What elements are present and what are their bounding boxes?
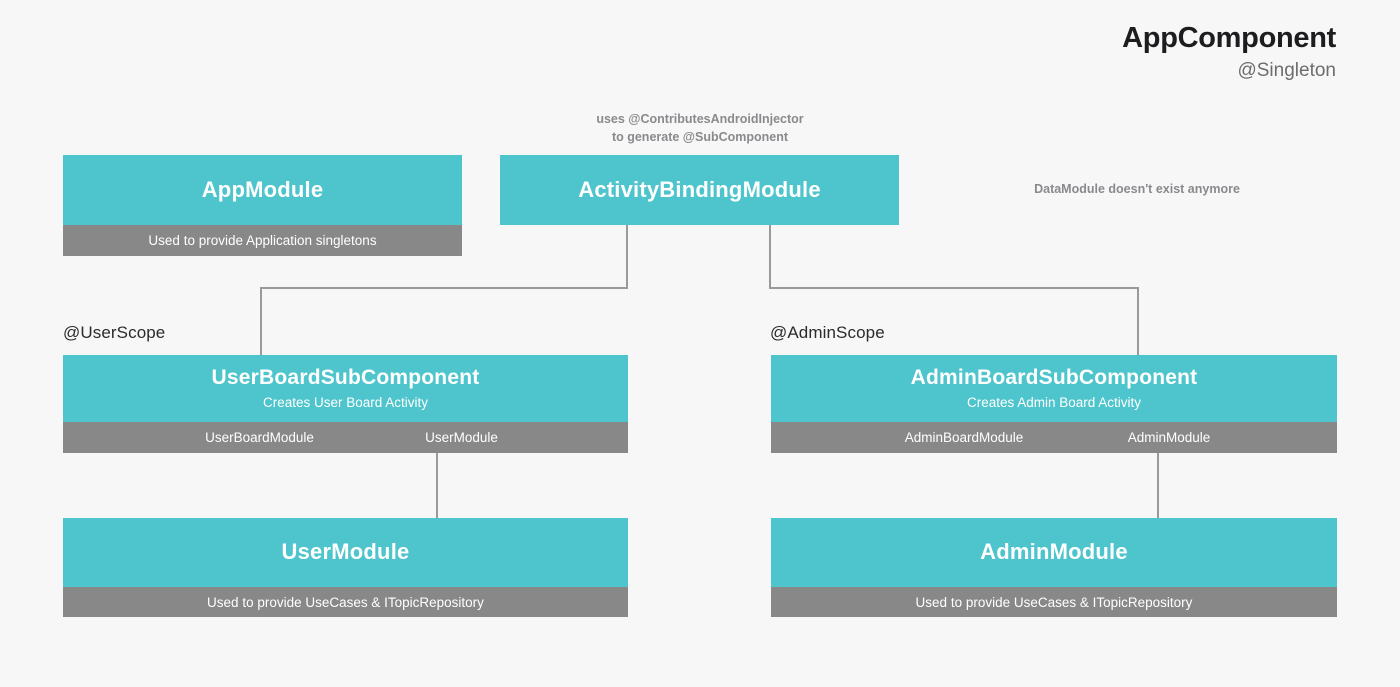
box-activity-binding-module-title: ActivityBindingModule xyxy=(578,176,821,202)
box-app-module-header: AppModule xyxy=(63,155,462,225)
connector-activitybinding-to-userboard-vertical-bottom xyxy=(260,287,262,356)
box-activity-binding-module[interactable]: ActivityBindingModule xyxy=(500,155,899,225)
box-admin-board-subcomponent[interactable]: AdminBoardSubComponent Creates Admin Boa… xyxy=(771,355,1337,453)
box-admin-board-subcomponent-title: AdminBoardSubComponent xyxy=(910,365,1198,389)
box-admin-board-subcomponent-header: AdminBoardSubComponent Creates Admin Boa… xyxy=(771,355,1337,422)
box-admin-module-footer: Used to provide UseCases & ITopicReposit… xyxy=(771,587,1337,617)
connector-activitybinding-to-userboard-vertical-top xyxy=(626,225,628,288)
box-user-board-subcomponent-modules: UserBoardModule UserModule xyxy=(63,422,628,453)
module-chip-userboardmodule: UserBoardModule xyxy=(205,430,314,445)
box-user-board-subcomponent-subtitle: Creates User Board Activity xyxy=(262,395,429,411)
box-user-module-footer: Used to provide UseCases & ITopicReposit… xyxy=(63,587,628,617)
page-title: AppComponent xyxy=(1122,22,1336,54)
box-admin-board-subcomponent-subtitle: Creates Admin Board Activity xyxy=(966,395,1142,411)
connector-adminboard-to-adminmodule xyxy=(1157,453,1159,519)
note-contributes-android-injector: uses @ContributesAndroidInjector to gene… xyxy=(596,112,804,144)
box-admin-module[interactable]: AdminModule Used to provide UseCases & I… xyxy=(771,518,1337,617)
scope-label-admin: @AdminScope xyxy=(770,323,885,342)
note-data-module-removed: DataModule doesn't exist anymore xyxy=(1034,182,1240,196)
box-admin-module-title: AdminModule xyxy=(980,539,1128,565)
box-app-module[interactable]: AppModule Used to provide Application si… xyxy=(63,155,462,256)
module-chip-adminboardmodule: AdminBoardModule xyxy=(904,430,1024,445)
connector-activitybinding-to-userboard-horizontal xyxy=(260,287,628,289)
connector-userboard-to-usermodule xyxy=(436,453,438,519)
box-user-module[interactable]: UserModule Used to provide UseCases & IT… xyxy=(63,518,628,617)
box-user-board-subcomponent[interactable]: UserBoardSubComponent Creates User Board… xyxy=(63,355,628,453)
box-user-module-header: UserModule xyxy=(63,518,628,587)
box-user-module-title: UserModule xyxy=(281,539,410,565)
box-app-module-footer: Used to provide Application singletons xyxy=(63,225,462,256)
diagram-header: AppComponent @Singleton xyxy=(1122,22,1336,86)
box-admin-module-header: AdminModule xyxy=(771,518,1337,587)
page-subtitle: @Singleton xyxy=(1237,60,1336,82)
module-chip-adminmodule: AdminModule xyxy=(1127,430,1211,445)
module-chip-usermodule: UserModule xyxy=(425,430,498,445)
box-admin-board-subcomponent-modules: AdminBoardModule AdminModule xyxy=(771,422,1337,453)
connector-activitybinding-to-adminboard-vertical-bottom xyxy=(1137,287,1139,356)
box-activity-binding-module-header: ActivityBindingModule xyxy=(500,155,899,225)
connector-activitybinding-to-adminboard-vertical-top xyxy=(769,225,771,288)
scope-label-user: @UserScope xyxy=(63,323,166,342)
box-app-module-title: AppModule xyxy=(201,176,324,202)
box-user-board-subcomponent-header: UserBoardSubComponent Creates User Board… xyxy=(63,355,628,422)
connector-activitybinding-to-adminboard-horizontal xyxy=(769,287,1139,289)
box-user-board-subcomponent-title: UserBoardSubComponent xyxy=(211,365,480,389)
